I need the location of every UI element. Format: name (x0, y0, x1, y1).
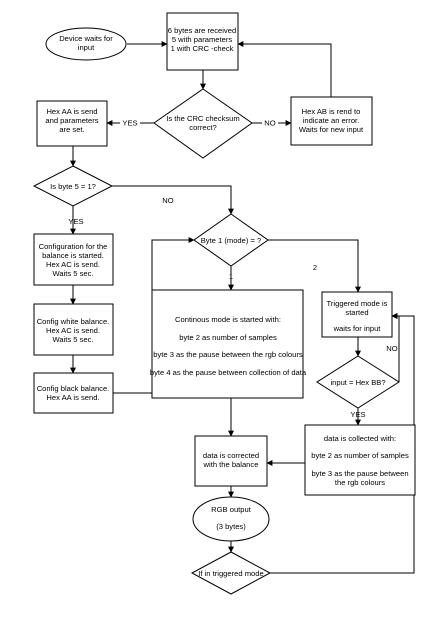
rgb-output-text: RGB output (3 bytes) (211, 505, 252, 531)
svg-text:RGB output: RGB output (211, 505, 252, 514)
svg-text:(3 bytes): (3 bytes) (216, 522, 246, 531)
if-triggered-decision-shape (190, 551, 272, 595)
label-mode-2: 2 (313, 263, 317, 272)
config-balance-box-shape (33, 233, 114, 286)
corrected-box-shape (194, 435, 268, 487)
config-black-box-shape (33, 372, 114, 414)
svg-text:data is corrected: data is corrected (203, 451, 259, 460)
byte1-decision-shape (193, 213, 269, 267)
config-white-box-shape (33, 303, 114, 356)
hex-ab-box-shape (290, 96, 373, 146)
byte5-decision-text: Is byte 5 = 1? (50, 182, 96, 191)
svg-text:1 with CRC -check: 1 with CRC -check (171, 44, 234, 53)
collected-box-text: data is collected with: byte 2 as number… (311, 434, 409, 487)
continuous-box-shape (151, 289, 304, 399)
svg-text:input: input (78, 43, 95, 52)
rgb-output-shape (192, 496, 270, 542)
svg-text:Waits 5 sec.: Waits 5 sec. (52, 335, 93, 344)
byte1-decision-text: Byte 1 (mode) = ? (201, 236, 262, 245)
svg-text:Hex AC is send.: Hex AC is send. (46, 326, 100, 335)
svg-text:Waits for new input: Waits for new input (299, 125, 364, 134)
svg-text:6 bytes are received: 6 bytes are received (168, 26, 236, 35)
receive-box-text: 6 bytes are received 5 with parameters 1… (168, 26, 236, 53)
edge-byte1-2-to-triggered (268, 239, 361, 293)
crc-decision-shape (153, 88, 253, 159)
triggered-box-shape (321, 291, 393, 338)
hex-ab-box-text: Hex AB is rend to indicate an error. Wai… (299, 107, 364, 134)
svg-text:started: started (345, 308, 368, 317)
crc-decision-text: Is the CRC checksum correct? (166, 114, 239, 132)
label-byte5-no: NO (162, 196, 173, 205)
edge-hexab-to-receive (237, 41, 332, 97)
input-bb-decision-shape (316, 355, 400, 409)
svg-text:correct?: correct? (189, 123, 216, 132)
connectors (70, 41, 415, 574)
svg-text:with the balance: with the balance (203, 460, 259, 469)
collected-box-shape (304, 424, 416, 496)
svg-text:input = Hex BB?: input = Hex BB? (330, 378, 385, 387)
svg-text:Hex AA is send: Hex AA is send (46, 107, 97, 116)
start-node-shape (45, 27, 127, 61)
svg-text:Triggered mode is: Triggered mode is (327, 299, 388, 308)
label-bb-no: NO (386, 344, 397, 353)
triggered-box-text: Triggered mode is started waits for inpu… (327, 299, 388, 333)
svg-text:Is the CRC checksum: Is the CRC checksum (166, 114, 239, 123)
hex-aa-box-shape (36, 100, 108, 147)
svg-text:indicate an error.: indicate an error. (303, 116, 360, 125)
svg-text:Config black balance.: Config black balance. (37, 384, 110, 393)
svg-text:Configuration for the: Configuration for the (39, 242, 108, 251)
svg-text:Device waits for: Device waits for (59, 34, 113, 43)
svg-text:and parameters: and parameters (45, 116, 98, 125)
svg-text:If in triggered mode: If in triggered mode (198, 569, 263, 578)
if-triggered-decision-text: If in triggered mode (198, 569, 263, 578)
input-bb-decision-text: input = Hex BB? (330, 378, 385, 387)
continuous-box-text: Continous mode is started with: byte 2 a… (150, 315, 307, 377)
svg-text:waits for input: waits for input (333, 324, 382, 333)
svg-text:Hex AC is send.: Hex AC is send. (46, 260, 100, 269)
svg-text:balance is started.: balance is started. (42, 251, 104, 260)
start-node-text: Device waits for input (59, 34, 113, 52)
svg-text:the rgb colours: the rgb colours (335, 478, 385, 487)
svg-text:5 with parameters: 5 with parameters (172, 35, 233, 44)
edge-labels: YES NO YES NO 1 2 NO YES (68, 117, 398, 419)
svg-text:byte 2 as number of samples: byte 2 as number of samples (311, 451, 409, 460)
svg-text:byte 4 as the pause between co: byte 4 as the pause between collection o… (150, 368, 307, 377)
svg-text:byte 3 as the pause between: byte 3 as the pause between (311, 469, 408, 478)
corrected-box-text: data is corrected with the balance (203, 451, 260, 469)
svg-text:Config white balance.: Config white balance. (37, 317, 110, 326)
config-black-box-text: Config black balance. Hex AA is send. (37, 384, 110, 402)
label-bb-yes: YES (350, 410, 365, 419)
hex-aa-box-text: Hex AA is send and parameters are set. (45, 107, 98, 134)
receive-box-shape (166, 12, 239, 71)
label-crc-no: NO (264, 119, 275, 128)
byte5-decision-shape (32, 165, 114, 207)
svg-text:Waits 5 sec.: Waits 5 sec. (52, 269, 93, 278)
svg-text:data is collected with:: data is collected with: (324, 434, 396, 443)
svg-text:are set.: are set. (59, 125, 84, 134)
svg-text:Is byte 5 = 1?: Is byte 5 = 1? (50, 182, 96, 191)
config-white-box-text: Config white balance. Hex AC is send. Wa… (37, 317, 110, 344)
label-crc-yes: YES (122, 119, 137, 128)
config-balance-box-text: Configuration for the balance is started… (39, 242, 108, 278)
svg-text:Byte 1 (mode) = ?: Byte 1 (mode) = ? (201, 236, 262, 245)
svg-text:byte 2 as number of samples: byte 2 as number of samples (179, 333, 277, 342)
svg-text:byte 3 as the pause between th: byte 3 as the pause between the rgb colo… (153, 350, 303, 359)
label-byte5-yes: YES (68, 217, 83, 226)
label-mode-1: 1 (229, 272, 233, 281)
svg-text:Continous mode is started with: Continous mode is started with: (175, 315, 281, 324)
svg-text:Hex AB is rend to: Hex AB is rend to (302, 107, 361, 116)
svg-text:Hex AA is send.: Hex AA is send. (46, 393, 99, 402)
edge-byte5-no-to-byte1 (112, 185, 234, 215)
